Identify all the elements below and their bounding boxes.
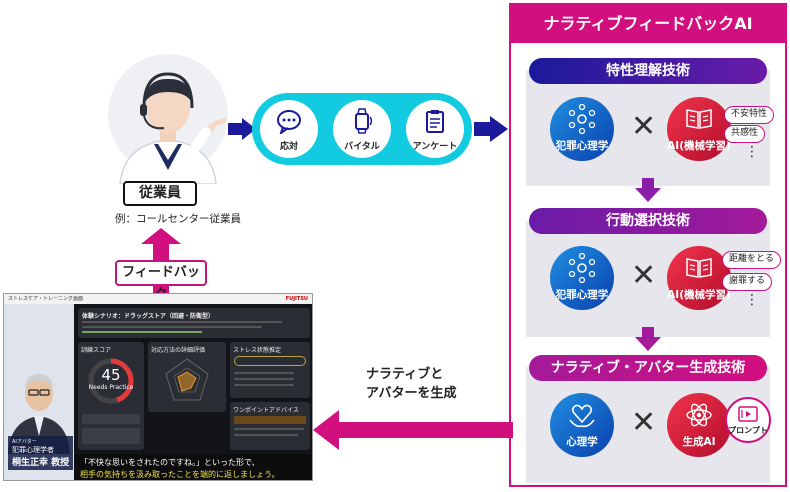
advice-card: ワンポイントアドバイス xyxy=(230,402,310,450)
narrative-label-line: ナラティブと xyxy=(366,367,444,382)
ellipsis: ⋮ xyxy=(745,292,759,308)
avatar-caption: AIアバター 犯罪心理学者 桐生正幸 教授 xyxy=(8,436,74,470)
evaluation-card: 対応方法の詳細評価 xyxy=(148,342,226,412)
prompt-label: プロンプト xyxy=(728,426,768,435)
narrative-label: ナラティブと アバターを生成 xyxy=(366,365,456,403)
screenshot-header-text: ストレスケア・トレーニング画面 xyxy=(8,296,84,302)
criminal-psychology-circle: 犯罪心理学 xyxy=(550,246,614,310)
criminal-psychology-circle: 犯罪心理学 xyxy=(550,97,614,161)
score-ring xyxy=(88,358,134,404)
panel-title: ナラティブフィードバックAI xyxy=(511,5,785,43)
prompt-bubble: プロンプト xyxy=(725,397,771,443)
subtitle-line: 相手の気持ちを汲み取ったことを端的に返しましょう。 xyxy=(80,470,280,479)
circle-label: 犯罪心理学 xyxy=(555,289,609,301)
network-people-icon xyxy=(568,104,596,134)
action-tag: 距離をとる xyxy=(722,251,782,269)
clipboard-icon xyxy=(426,110,444,133)
employee-example: 例：コールセンター従業員 xyxy=(115,213,241,225)
caption-line: 犯罪心理学者 xyxy=(12,446,54,454)
book-network-icon xyxy=(686,258,712,278)
narrative-label-line: アバターを生成 xyxy=(366,386,457,401)
advice-label: ワンポイントアドバイス xyxy=(233,407,299,414)
circle-label: 生成AI xyxy=(682,436,716,448)
psychology-circle: 心理学 xyxy=(550,393,614,457)
input-vital: バイタル xyxy=(333,100,391,158)
employee-illustration xyxy=(108,54,228,184)
avatar-professor xyxy=(8,374,70,454)
atom-icon xyxy=(686,403,712,427)
screenshot-header: ストレスケア・トレーニング画面 FUJITSU xyxy=(4,294,312,304)
subtitle-bar: 「不快な思いをされたのですね。」といった形で、 相手の気持ちを汲み取ったことを端… xyxy=(74,454,312,480)
stress-label: ストレス状態推定 xyxy=(233,347,282,354)
score-card: 訓練スコア 45 Needs Practice xyxy=(78,342,144,450)
score-value: 45 xyxy=(101,366,121,384)
ellipsis: ⋮ xyxy=(745,144,759,160)
input-channels: 応対 バイタル アンケート xyxy=(252,93,472,165)
cross-symbol: ✕ xyxy=(631,258,657,293)
avatar-area: AIアバター 犯罪心理学者 桐生正幸 教授 xyxy=(4,304,74,480)
trait-tag: 不安特性 xyxy=(724,106,775,124)
caption-line: 桐生正幸 教授 xyxy=(12,458,70,468)
input-label: バイタル xyxy=(344,142,380,152)
book-network-icon xyxy=(686,109,712,129)
smartwatch-icon xyxy=(355,108,373,134)
stage-title: 行動選択技術 xyxy=(529,208,767,234)
video-prompt-icon xyxy=(738,406,758,422)
scenario-card: 体験シナリオ：ドラッグストア（回避・防衛型） xyxy=(78,308,310,338)
arrow-to-panel xyxy=(474,116,508,142)
score-status: Needs Practice xyxy=(88,384,134,391)
input-label: 応対 xyxy=(279,142,298,152)
network-people-icon xyxy=(568,253,596,283)
heart-hands-icon xyxy=(569,404,595,428)
circle-label: 犯罪心理学 xyxy=(555,140,609,152)
cross-symbol: ✕ xyxy=(631,405,657,440)
training-app-screenshot: ストレスケア・トレーニング画面 FUJITSU AIアバター 犯罪心理学者 桐生… xyxy=(3,293,313,481)
trait-tag: 共感性 xyxy=(724,125,766,143)
input-label: アンケート xyxy=(412,142,458,152)
down-arrow xyxy=(635,327,661,351)
radar-chart xyxy=(165,358,209,401)
ai-machine-learning-circle: AI(機械学習) xyxy=(667,97,731,161)
narrative-feedback-ai-panel: ナラティブフィードバックAI 特性理解技術 犯罪心理学 ✕ AI(機械学習) 不… xyxy=(509,3,787,487)
brand-logo: FUJITSU xyxy=(285,296,308,302)
feedback-label: フィードバック xyxy=(115,260,207,302)
score-label: 訓練スコア xyxy=(81,347,112,354)
action-tag: 謝罪する xyxy=(722,273,773,291)
generative-ai-circle: 生成AI xyxy=(667,393,731,457)
stress-card: ストレス状態推定 xyxy=(230,342,310,398)
input-response: 応対 xyxy=(260,100,318,158)
subtitle-line: 「不快な思いをされたのですね。」といった形で、 xyxy=(80,458,260,467)
stage-title: 特性理解技術 xyxy=(529,58,767,84)
circle-label: AI(機械学習) xyxy=(667,289,731,301)
training-dashboard: 体験シナリオ：ドラッグストア（回避・防衛型） 訓練スコア 45 Needs Pr… xyxy=(74,304,312,454)
scenario-title: 体験シナリオ：ドラッグストア（回避・防衛型） xyxy=(82,313,215,320)
down-arrow xyxy=(635,178,661,202)
narrative-arrow-left xyxy=(313,410,513,450)
evaluation-label: 対応方法の詳細評価 xyxy=(151,347,206,354)
ai-machine-learning-circle: AI(機械学習) xyxy=(667,246,731,310)
chat-bubble-icon xyxy=(277,110,301,134)
arrow-to-inputs xyxy=(228,118,256,140)
cross-symbol: ✕ xyxy=(631,109,657,144)
employee-label: 従業員 xyxy=(123,181,197,206)
caption-line: AIアバター xyxy=(12,439,37,445)
stage-title: ナラティブ・アバター生成技術 xyxy=(529,355,767,381)
circle-label: AI(機械学習) xyxy=(667,140,731,152)
circle-label: 心理学 xyxy=(566,436,598,448)
input-survey: アンケート xyxy=(406,100,464,158)
